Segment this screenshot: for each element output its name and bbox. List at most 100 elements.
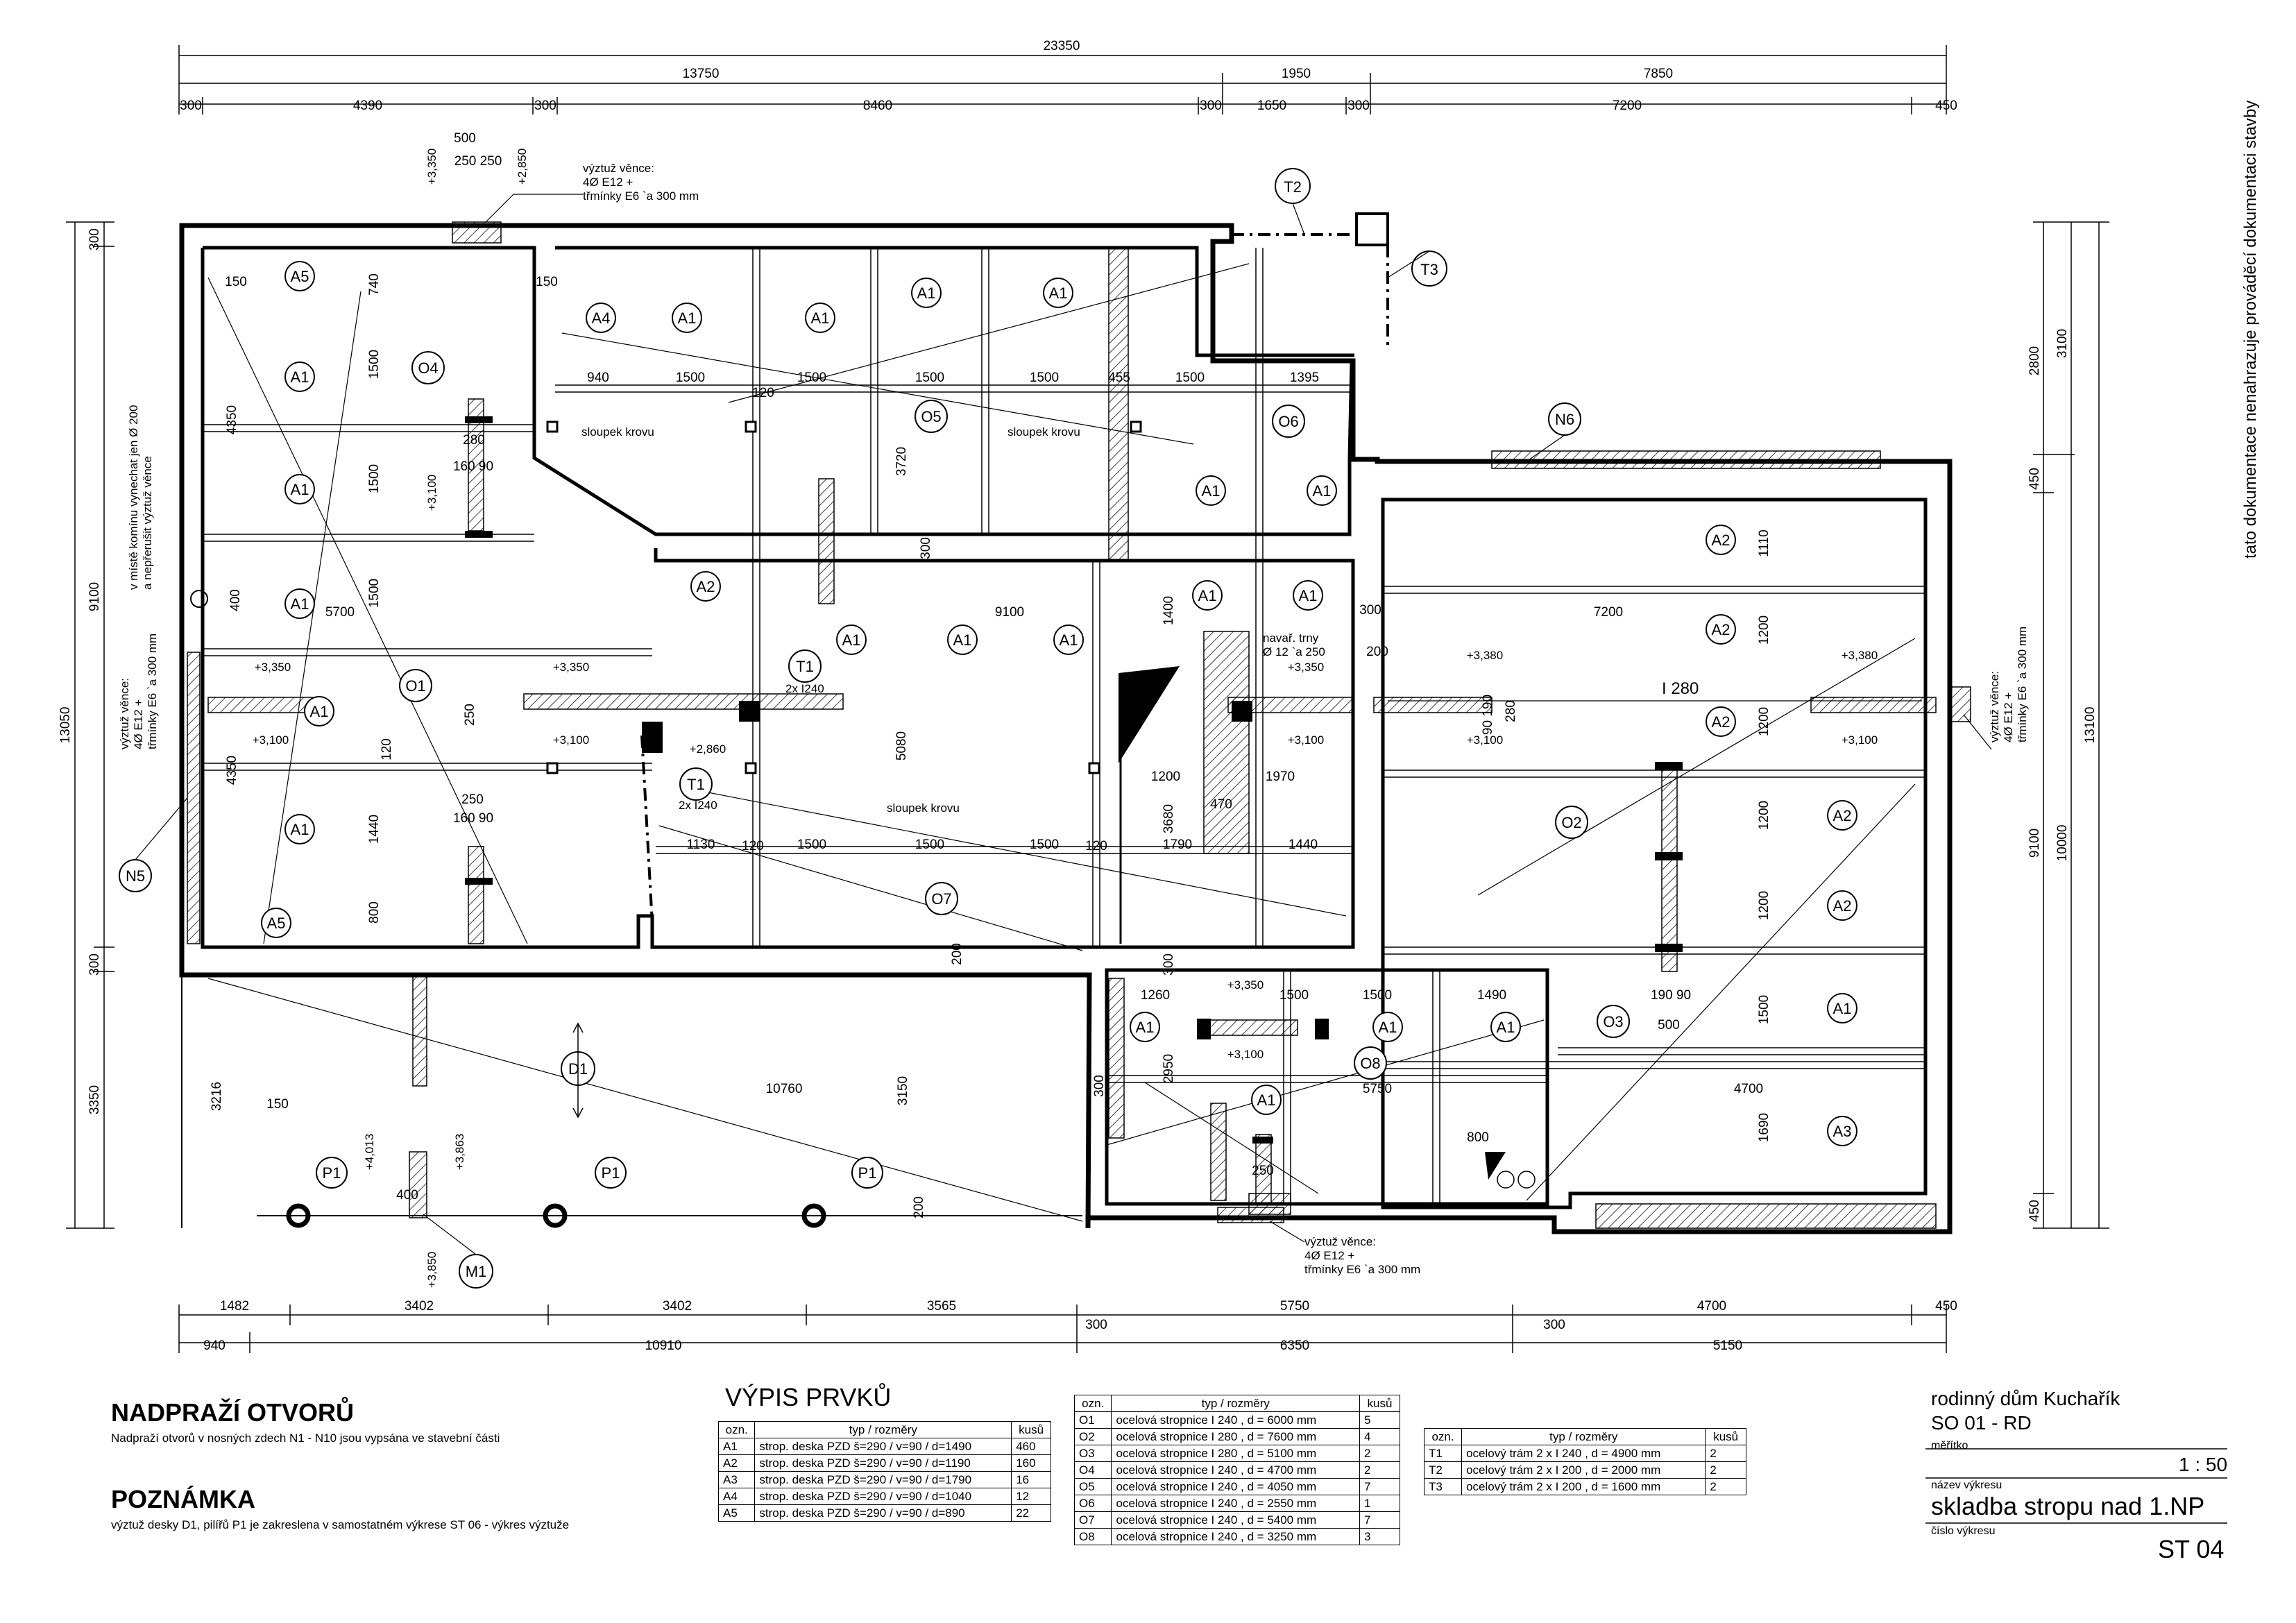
svg-text:+3,350: +3,350 [425, 148, 439, 185]
svg-text:2x I240: 2x I240 [785, 682, 824, 695]
svg-text:A1: A1 [842, 631, 861, 649]
svg-text:800: 800 [367, 901, 382, 924]
svg-text:1500: 1500 [915, 838, 944, 852]
svg-text:třmínky E6 `a 300 mm: třmínky E6 `a 300 mm [146, 634, 159, 749]
svg-text:23350: 23350 [1044, 39, 1080, 53]
svg-text:+3,100: +3,100 [425, 475, 439, 511]
rebar-note-left: výztuž věnce: 4Ø E12 + třmínky E6 `a 300… [118, 634, 159, 749]
svg-text:O3: O3 [1603, 1013, 1623, 1030]
svg-text:A1: A1 [291, 368, 309, 386]
scale-value: 1 : 50 [2179, 1454, 2228, 1475]
rebar-note-bottom: výztuž věnce: 4Ø E12 + třmínky E6 `a 300… [1304, 1235, 1420, 1276]
svg-text:A5: A5 [267, 915, 286, 932]
svg-text:Ø 12 `a 250: Ø 12 `a 250 [1263, 645, 1325, 658]
svg-text:3720: 3720 [894, 447, 909, 476]
title-block-lines [1925, 1448, 2227, 1524]
svg-text:1500: 1500 [1030, 838, 1059, 852]
svg-text:7850: 7850 [1644, 67, 1673, 81]
svg-text:O4: O4 [418, 359, 438, 377]
svg-text:+3,100: +3,100 [1227, 1048, 1264, 1061]
svg-text:A5: A5 [291, 268, 309, 285]
svg-text:13750: 13750 [683, 67, 720, 81]
beam-notes: 2x I240 2x I240 I 280 sloupek krovu slou… [581, 425, 1699, 815]
svg-text:1500: 1500 [797, 838, 826, 852]
svg-text:A1: A1 [1833, 1000, 1852, 1017]
svg-text:1400: 1400 [1162, 596, 1176, 625]
svg-text:300: 300 [180, 99, 202, 113]
steel-beam-markers [465, 416, 1683, 1144]
svg-text:300: 300 [534, 99, 556, 113]
svg-text:T3: T3 [1420, 261, 1438, 278]
bottom-dimension-lines [178, 1305, 1947, 1353]
svg-text:2x I240: 2x I240 [679, 799, 717, 812]
svg-text:4Ø E12 +: 4Ø E12 + [1304, 1249, 1354, 1262]
svg-text:4350: 4350 [225, 405, 239, 434]
svg-text:A1: A1 [291, 481, 309, 498]
svg-text:400: 400 [228, 589, 243, 611]
note-text: výztuž desky D1, pilířů P1 je zakreslena… [111, 1518, 570, 1531]
svg-text:A1: A1 [811, 309, 830, 327]
svg-text:455: 455 [1108, 371, 1130, 385]
svg-text:3216: 3216 [210, 1082, 224, 1111]
svg-text:3565: 3565 [927, 1299, 956, 1314]
svg-text:+2,860: +2,860 [690, 742, 726, 756]
svg-text:třmínky E6 `a 300 mm: třmínky E6 `a 300 mm [1304, 1263, 1420, 1276]
elevation-text: +3,350 +3,850 +2,850 +3,100 +3,350 +3,10… [253, 148, 1878, 1288]
svg-text:120: 120 [752, 386, 774, 400]
svg-text:300: 300 [1092, 1075, 1107, 1097]
svg-text:+3,350: +3,350 [1227, 978, 1264, 992]
svg-text:300: 300 [87, 228, 102, 250]
span-arrow [572, 1022, 584, 1119]
svg-text:A1: A1 [917, 284, 936, 302]
panel-table-header: kusů [1011, 1421, 1051, 1438]
svg-text:T1: T1 [687, 776, 705, 793]
svg-text:300: 300 [919, 537, 933, 559]
svg-text:A1: A1 [1257, 1091, 1276, 1109]
label-circles [119, 168, 1857, 1289]
svg-text:+3,850: +3,850 [425, 1252, 439, 1288]
object-code: SO 01 - RD [1931, 1412, 2032, 1434]
leader-lines [135, 194, 1992, 1255]
svg-text:1500: 1500 [1175, 371, 1205, 385]
svg-text:třmínky E6 `a 300 mm: třmínky E6 `a 300 mm [2016, 627, 2029, 742]
wall-m1 [409, 1151, 427, 1218]
svg-text:+3,380: +3,380 [1842, 649, 1878, 662]
svg-text:A1: A1 [1313, 482, 1332, 500]
svg-text:sloupek krovu: sloupek krovu [887, 801, 960, 815]
svg-text:1395: 1395 [1290, 371, 1319, 385]
svg-text:A1: A1 [291, 595, 309, 613]
svg-text:1440: 1440 [1289, 838, 1318, 852]
svg-text:300: 300 [1162, 953, 1176, 976]
svg-text:250: 250 [461, 792, 484, 807]
svg-text:1500: 1500 [797, 371, 826, 385]
svg-text:+3,863: +3,863 [453, 1134, 466, 1170]
svg-text:300: 300 [1543, 1318, 1565, 1332]
svg-text:200: 200 [950, 943, 964, 965]
svg-text:500: 500 [1658, 1018, 1680, 1033]
svg-text:8460: 8460 [863, 99, 892, 113]
svg-text:1200: 1200 [1757, 707, 1771, 736]
drawing-number: ST 04 [2158, 1535, 2225, 1563]
svg-text:4390: 4390 [353, 99, 382, 113]
svg-text:5700: 5700 [325, 605, 355, 620]
svg-text:sloupek krovu: sloupek krovu [581, 425, 654, 439]
svg-text:T2: T2 [1284, 178, 1302, 196]
svg-text:výztuž věnce:: výztuž věnce: [1304, 1235, 1376, 1248]
svg-text:O2: O2 [1561, 814, 1581, 831]
beam-table-header: kusů [1359, 1395, 1400, 1412]
svg-text:7200: 7200 [1594, 605, 1623, 620]
chimney-note: v místě komínu vynechat jen Ø 200 a nepř… [127, 405, 154, 590]
svg-text:250: 250 [463, 704, 477, 726]
svg-text:1500: 1500 [1757, 995, 1771, 1024]
svg-text:3100: 3100 [2055, 329, 2070, 358]
